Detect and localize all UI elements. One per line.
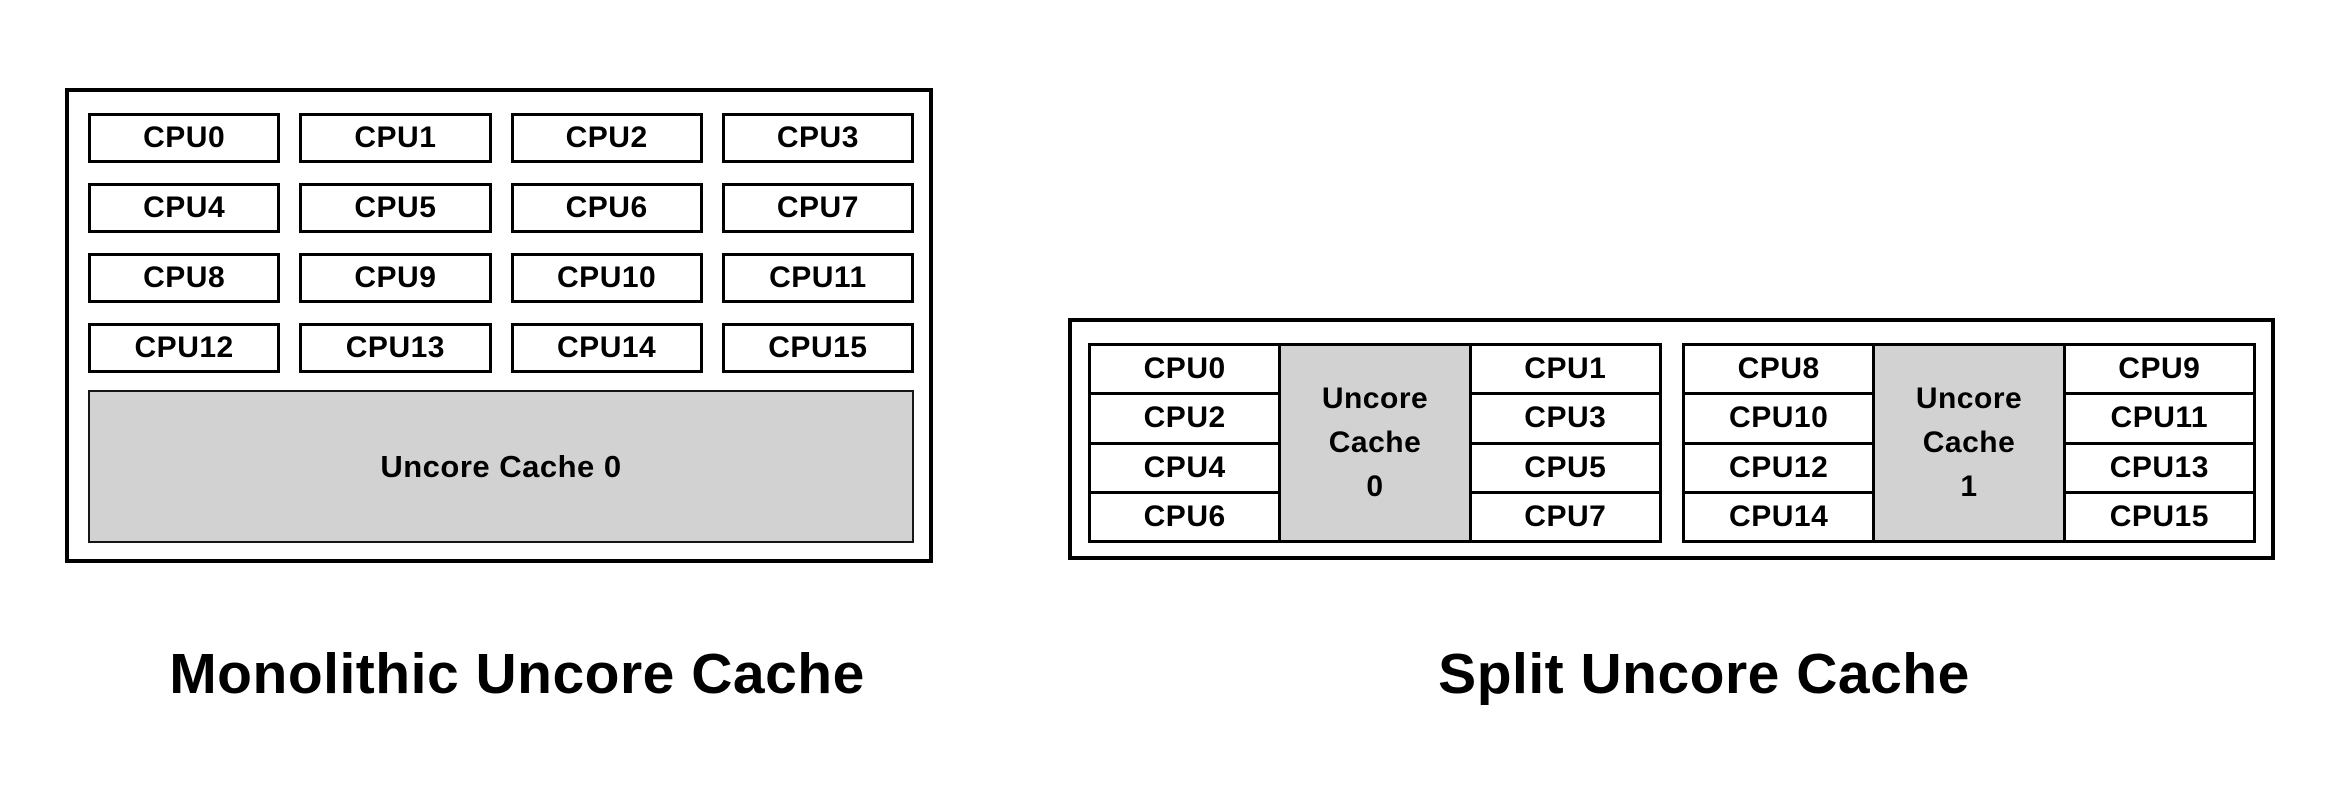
mono-cpu-box-4: CPU4: [88, 183, 281, 233]
mono-cpu-box-5: CPU5: [299, 183, 492, 233]
monolithic-cpu-grid: CPU0 CPU1 CPU2 CPU3 CPU4 CPU5 CPU6 CPU7 …: [88, 113, 914, 373]
monolithic-package-box: CPU0 CPU1 CPU2 CPU3 CPU4 CPU5 CPU6 CPU7 …: [65, 88, 933, 563]
mono-cpu-box-3: CPU3: [721, 113, 914, 163]
split-cpu-cell-cpu7: CPU7: [1471, 493, 1659, 540]
split-cpu-cell-cpu9: CPU9: [2065, 346, 2253, 393]
split-cpu-cell-cpu13: CPU13: [2065, 444, 2253, 491]
mono-cpu-box-10: CPU10: [510, 253, 703, 303]
uncore-cache-0-cell: Uncore Cache 0: [1281, 346, 1469, 540]
split-cpu-cell-cpu12: CPU12: [1685, 444, 1873, 491]
cache-line: Cache: [1922, 426, 2016, 459]
mono-cpu-box-11: CPU11: [721, 253, 914, 303]
cache-line: 1: [1960, 470, 1978, 503]
mono-cpu-box-9: CPU9: [299, 253, 492, 303]
split-cpu-cell-cpu11: CPU11: [2065, 395, 2253, 442]
mono-cpu-box-12: CPU12: [88, 323, 281, 373]
split-cpu-cell-cpu8: CPU8: [1685, 346, 1873, 393]
cache-line: Uncore: [1915, 382, 2023, 415]
cache-line: Cache: [1328, 426, 1422, 459]
mono-cpu-box-13: CPU13: [299, 323, 492, 373]
split-cpu-cell-cpu4: CPU4: [1091, 444, 1279, 491]
split-group-0: CPU0 CPU2 CPU4 CPU6 Uncore Cache 0 CPU1 …: [1088, 343, 1662, 543]
split-package-box: CPU0 CPU2 CPU4 CPU6 Uncore Cache 0 CPU1 …: [1068, 318, 2275, 560]
split-cpu-cell-cpu10: CPU10: [1685, 395, 1873, 442]
split-cpu-cell-cpu15: CPU15: [2065, 493, 2253, 540]
split-cpu-cell-cpu3: CPU3: [1471, 395, 1659, 442]
mono-cpu-box-6: CPU6: [510, 183, 703, 233]
mono-cpu-box-1: CPU1: [299, 113, 492, 163]
mono-cpu-box-2: CPU2: [510, 113, 703, 163]
split-caption: Split Uncore Cache: [1438, 642, 1970, 706]
mono-cpu-box-0: CPU0: [88, 113, 281, 163]
split-group-1: CPU8 CPU10 CPU12 CPU14 Uncore Cache 1 CP…: [1682, 343, 2256, 543]
cache-line: Uncore: [1321, 382, 1429, 415]
mono-cpu-box-7: CPU7: [721, 183, 914, 233]
mono-cpu-box-8: CPU8: [88, 253, 281, 303]
split-cpu-cell-cpu14: CPU14: [1685, 493, 1873, 540]
split-cpu-cell-cpu5: CPU5: [1471, 444, 1659, 491]
split-cpu-cell-cpu0: CPU0: [1091, 346, 1279, 393]
monolithic-caption: Monolithic Uncore Cache: [169, 642, 865, 706]
split-cpu-cell-cpu2: CPU2: [1091, 395, 1279, 442]
split-cpu-cell-cpu1: CPU1: [1471, 346, 1659, 393]
split-cpu-cell-cpu6: CPU6: [1091, 493, 1279, 540]
uncore-cache-0-box: Uncore Cache 0: [88, 390, 914, 543]
uncore-cache-1-cell: Uncore Cache 1: [1875, 346, 2063, 540]
mono-cpu-box-14: CPU14: [510, 323, 703, 373]
mono-cpu-box-15: CPU15: [721, 323, 914, 373]
cache-line: 0: [1366, 470, 1384, 503]
